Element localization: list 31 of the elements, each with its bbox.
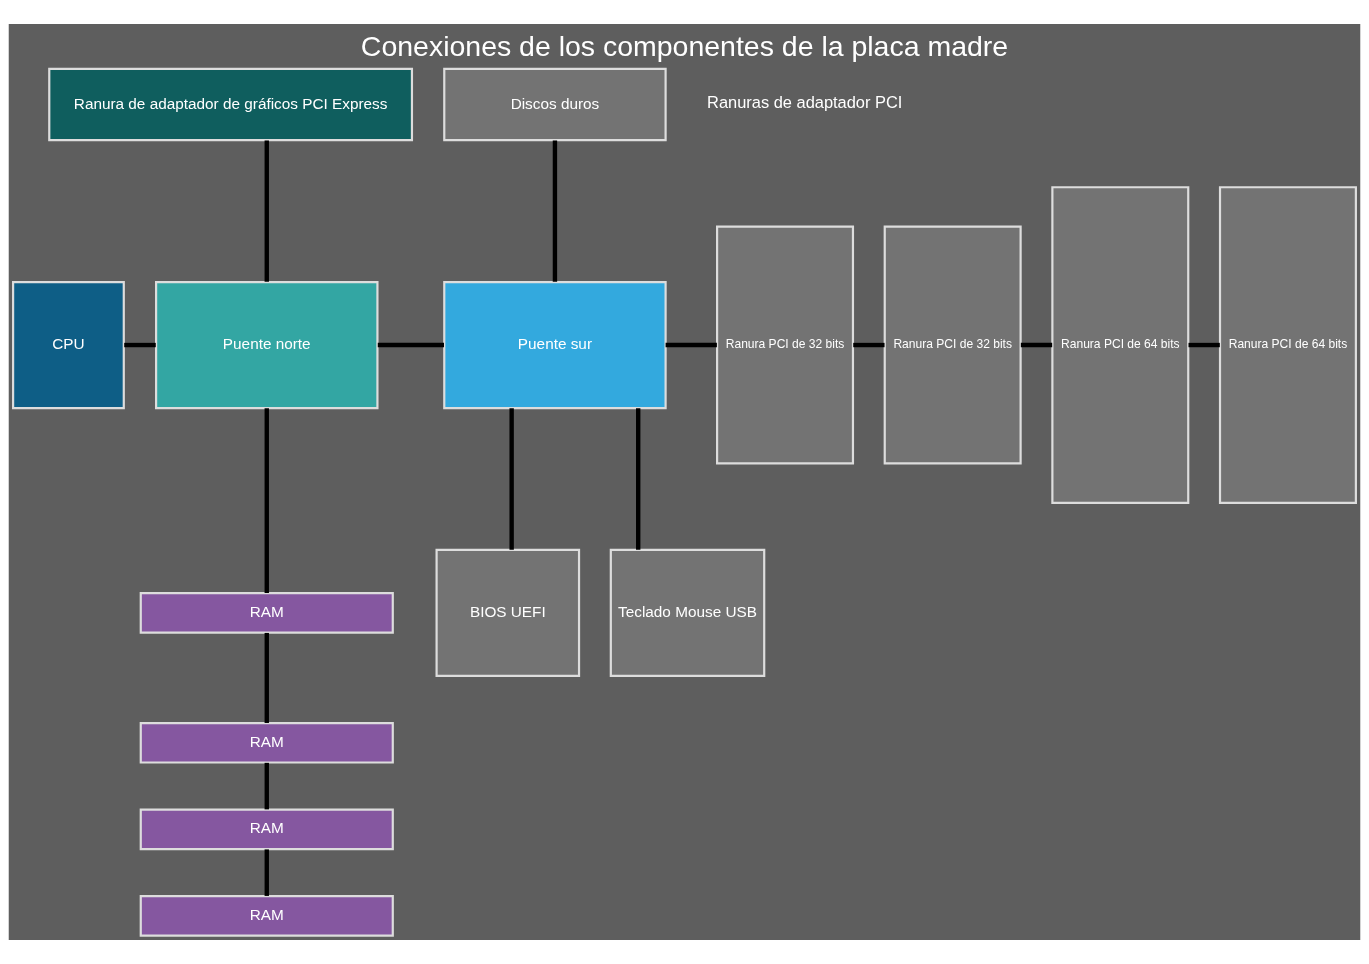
node-box: BIOS UEFI	[435, 548, 581, 678]
node-box: CPU	[12, 280, 125, 410]
node-box: Puente sur	[443, 280, 667, 410]
connector	[552, 140, 558, 282]
node-box: RAM	[139, 808, 394, 851]
node-box: Discos duros	[443, 67, 667, 142]
connector	[124, 342, 156, 348]
connector	[636, 408, 641, 550]
connector	[853, 342, 885, 348]
connector	[264, 140, 269, 282]
connector	[377, 342, 444, 348]
node-box: Puente norte	[155, 280, 379, 410]
node-box: Teclado Mouse USB	[609, 548, 766, 678]
connector	[1188, 342, 1220, 348]
node-box: Ranura PCI de 64 bits	[1051, 186, 1190, 504]
diagram-title: Conexiones de los componentes de la placa madre	[360, 29, 1009, 62]
node-box: Ranura PCI de 32 bits	[716, 225, 855, 465]
node-box: Ranura de adaptador de gráficos PCI Express	[48, 67, 414, 142]
node-box: RAM	[139, 895, 394, 937]
node-box: RAM	[139, 721, 394, 764]
node-box: Ranura PCI de 32 bits	[883, 225, 1022, 465]
connector	[264, 408, 269, 593]
connector	[264, 849, 269, 896]
node-box: Ranura PCI de 64 bits	[1218, 186, 1357, 504]
connector	[665, 342, 717, 348]
connector	[1020, 342, 1053, 348]
node-box: RAM	[139, 592, 394, 634]
label: Ranuras de adaptador PCI	[707, 93, 903, 112]
connector	[264, 632, 269, 723]
connector	[509, 408, 514, 550]
connector	[264, 762, 269, 810]
